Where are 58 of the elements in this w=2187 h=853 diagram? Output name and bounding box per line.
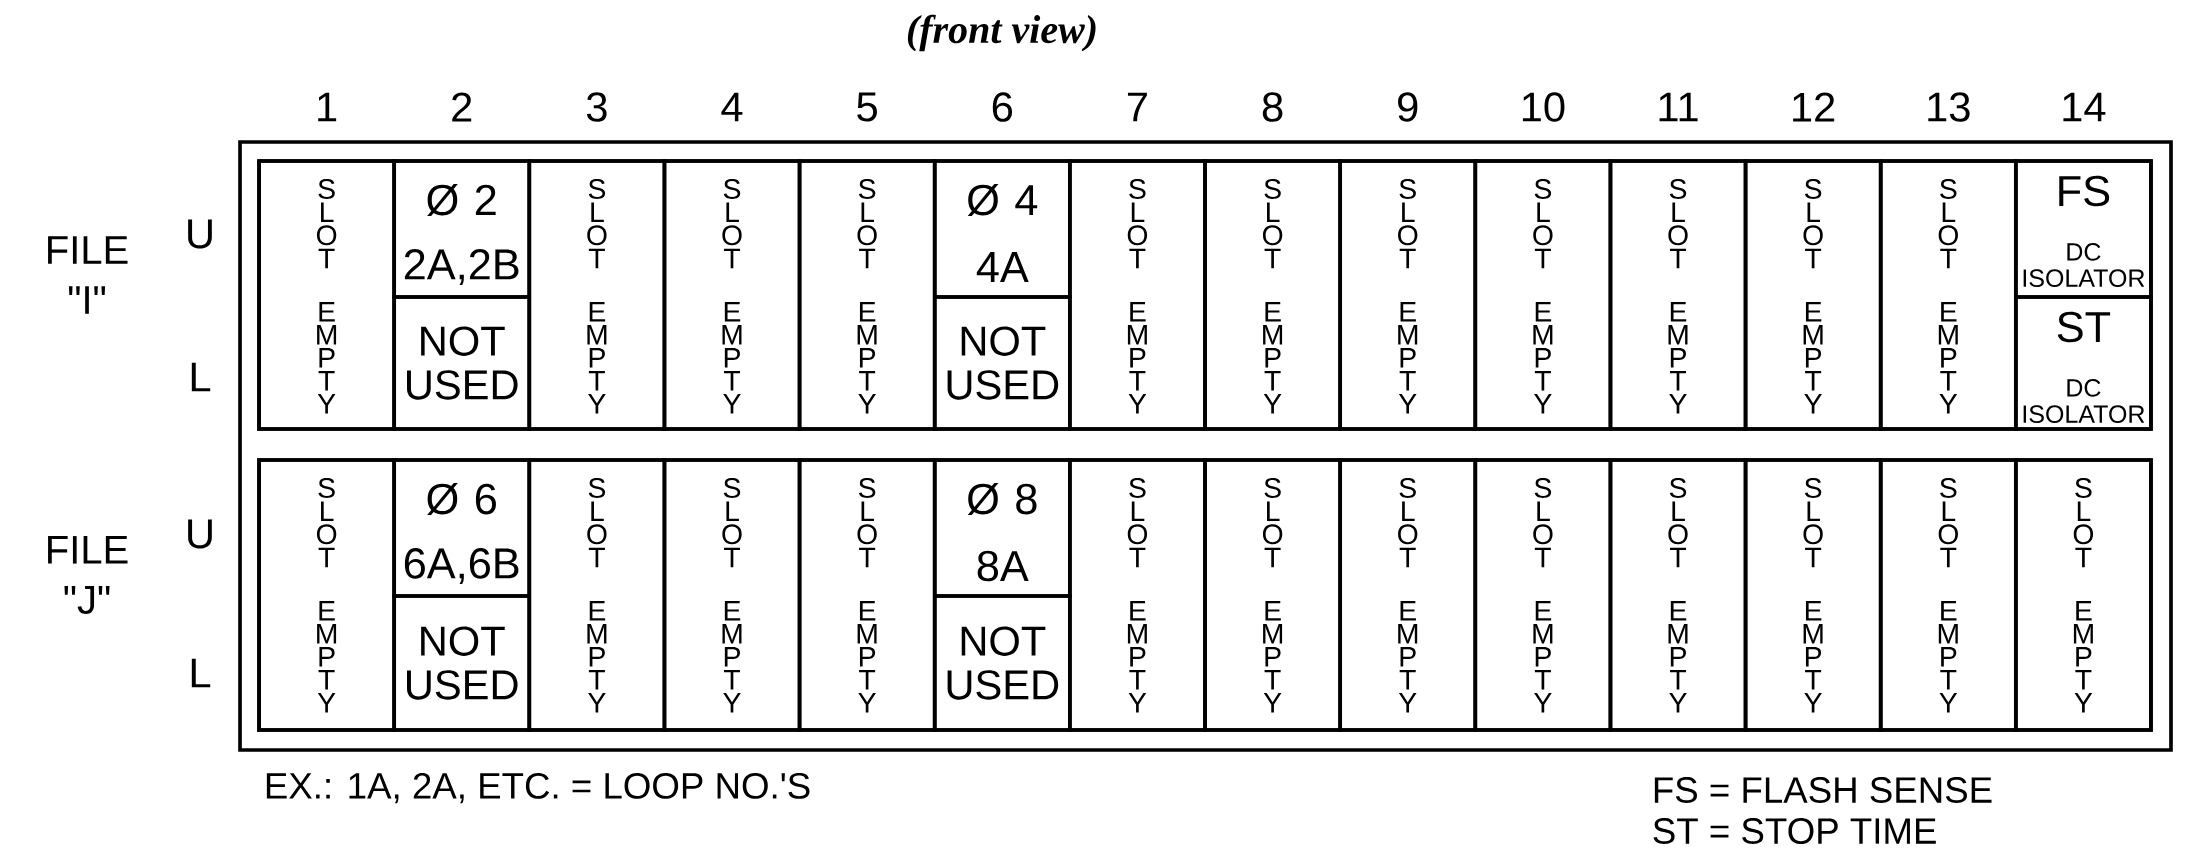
slot-cell: NOT USED: [392, 594, 532, 732]
slot-cell: Ø 8 8A: [932, 458, 1072, 598]
column-number: 4: [721, 92, 743, 122]
file-label: FILE "J": [48, 536, 128, 614]
row-label: U: [188, 219, 212, 249]
slot-cell: SLOT EMPTY: [1743, 458, 1883, 732]
slot-cell: SLOT EMPTY: [1878, 159, 2018, 431]
slot-cell: NOT USED: [932, 295, 1072, 431]
row-label: L: [191, 362, 211, 392]
column-number: 14: [2063, 92, 2106, 122]
slot-cell: SLOT EMPTY: [1608, 458, 1748, 732]
file-label: FILE "I": [48, 236, 128, 314]
column-number: 9: [1398, 92, 1418, 122]
slot-cell: SLOT EMPTY: [1608, 159, 1748, 431]
slot-cell: SLOT EMPTY: [1068, 458, 1207, 732]
column-number: 3: [586, 92, 607, 122]
column-number: 7: [1127, 92, 1147, 122]
note: EX.: 1A, 2A, ETC. = LOOP NO.'S: [266, 772, 810, 804]
slot-cell: SLOT EMPTY: [257, 159, 396, 431]
note: ST = STOP TIME: [1653, 818, 1936, 844]
slot-cell: SLOT EMPTY: [1473, 458, 1613, 732]
slot-cell: SLOT EMPTY: [527, 159, 667, 431]
column-number: 5: [857, 92, 877, 122]
row-label: U: [188, 519, 212, 549]
slot-cell: SLOT EMPTY: [797, 159, 937, 431]
slot-cell: SLOT EMPTY: [1203, 458, 1342, 732]
slot-cell: SLOT EMPTY: [1743, 159, 1883, 431]
column-number: 12: [1793, 92, 1835, 122]
slot-cell: SLOT EMPTY: [527, 458, 667, 732]
slot-cell: NOT USED: [932, 594, 1072, 732]
slot-cell: FS DC ISOLATOR: [2014, 159, 2153, 299]
note: FS = FLASH SENSE: [1654, 777, 1992, 803]
slot-cell: ST DC ISOLATOR: [2014, 295, 2153, 431]
slot-cell: SLOT EMPTY: [662, 159, 802, 431]
column-number: 6: [992, 92, 1013, 122]
column-number: 2: [452, 92, 472, 122]
column-number: 10: [1522, 92, 1565, 122]
column-number: 1: [318, 92, 337, 122]
slot-cell: SLOT EMPTY: [1338, 159, 1478, 431]
slot-cell: Ø 6 6A,6B: [392, 458, 532, 598]
outer-frame: [238, 140, 2173, 752]
view-title: (front view): [907, 14, 1096, 52]
column-number: 13: [1928, 92, 1970, 122]
slot-cell: SLOT EMPTY: [1878, 458, 2018, 732]
slot-cell: SLOT EMPTY: [1473, 159, 1613, 431]
slot-cell: SLOT EMPTY: [662, 458, 802, 732]
slot-cell: NOT USED: [392, 295, 532, 431]
slot-cell: SLOT EMPTY: [1338, 458, 1478, 732]
column-number: 8: [1262, 92, 1283, 122]
slot-cell: Ø 4 4A: [932, 159, 1072, 299]
slot-cell: SLOT EMPTY: [1068, 159, 1207, 431]
slot-cell: SLOT EMPTY: [2014, 458, 2153, 732]
slot-cell: Ø 2 2A,2B: [392, 159, 532, 299]
slot-cell: SLOT EMPTY: [797, 458, 937, 732]
column-number: 11: [1659, 92, 1698, 122]
slot-cell: SLOT EMPTY: [1203, 159, 1342, 431]
row-label: L: [191, 658, 211, 688]
slot-cell: SLOT EMPTY: [257, 458, 396, 732]
